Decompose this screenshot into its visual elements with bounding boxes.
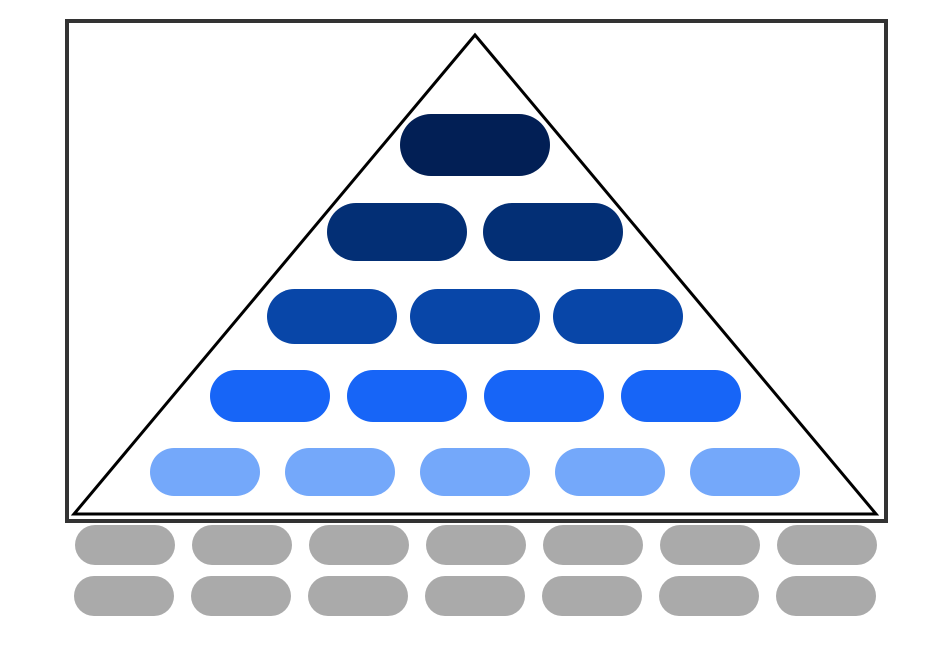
base-block-row1-6 [660,525,760,565]
pyramid-block-tier4-4 [620,370,741,422]
base-block-row2-2 [191,576,291,616]
base-block-row1-3 [309,525,409,565]
base-block-row1-1 [75,525,175,565]
pyramid-block-tier2-1 [327,203,467,261]
pyramid-block-tier1-1 [400,114,550,176]
base-block-row2-4 [425,576,525,616]
pyramid-block-tier5-5 [690,448,800,496]
base-block-row2-6 [659,576,759,616]
base-block-row1-4 [426,525,526,565]
base-block-row2-3 [308,576,408,616]
base-block-row2-5 [542,576,642,616]
pyramid-block-tier5-3 [420,448,530,496]
pyramid-block-tier2-2 [483,203,623,261]
base-block-row1-7 [777,525,877,565]
pyramid-block-tier3-2 [410,288,540,344]
base-block-row2-1 [74,576,174,616]
diagram-frame [65,19,888,523]
pyramid-block-tier5-1 [150,448,260,496]
pyramid-block-tier3-3 [553,288,683,344]
pyramid-block-tier4-3 [483,370,604,422]
base-block-row1-5 [543,525,643,565]
base-block-row1-2 [192,525,292,565]
base-block-row2-7 [776,576,876,616]
pyramid-block-tier4-1 [209,370,330,422]
pyramid-triangle [70,32,880,516]
pyramid-block-tier5-2 [285,448,395,496]
pyramid-block-tier4-2 [346,370,467,422]
pyramid-block-tier3-1 [267,288,397,344]
pyramid-block-tier5-4 [555,448,665,496]
